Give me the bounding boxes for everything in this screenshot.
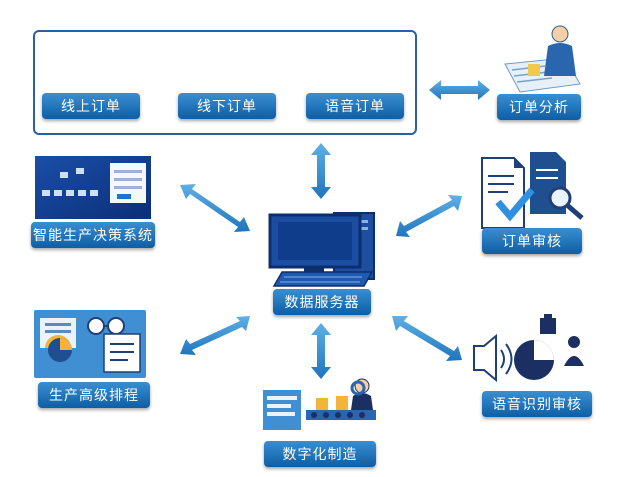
arrow-server-manufacturing — [311, 323, 331, 379]
online-order-label: 线上订单 — [42, 93, 140, 119]
scheduling-label: 生产高级排程 — [38, 382, 150, 408]
data-server-label: 数据服务器 — [273, 289, 371, 315]
arrow-decision-server — [180, 184, 250, 232]
voice-order-label: 语音订单 — [306, 93, 404, 119]
voice-review-icon — [473, 314, 584, 383]
voice-review-label: 语音识别审核 — [482, 391, 592, 417]
digital-manufacturing-label: 数字化制造 — [264, 441, 376, 467]
arrow-group-analysis — [429, 80, 490, 100]
arrow-voice-server — [392, 316, 462, 361]
analysis-person-icon — [504, 25, 581, 93]
document-check-icon — [481, 152, 584, 229]
scheduling-chart-icon — [34, 310, 146, 378]
decision-screen-icon — [35, 156, 151, 219]
manufacturing-line-icon — [263, 378, 376, 430]
arrow-top-bottom — [311, 143, 331, 199]
order-analysis-label: 订单分析 — [497, 94, 581, 120]
offline-order-label: 线下订单 — [178, 93, 276, 119]
arrow-scheduling-server — [180, 316, 250, 355]
decision-system-label: 智能生产决策系统 — [31, 222, 155, 248]
order-sources-group — [33, 30, 417, 135]
server-computer-icon — [268, 212, 375, 287]
order-review-label: 订单审核 — [482, 228, 582, 254]
arrow-review-server — [396, 195, 462, 237]
